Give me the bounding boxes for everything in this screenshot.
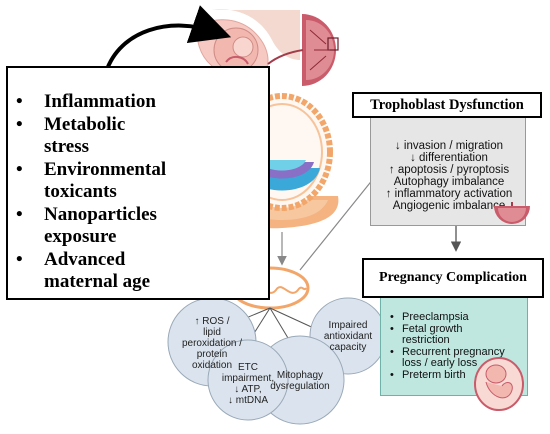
ros-line: oxidation (191, 360, 233, 371)
risk-factor-label: Metabolic (44, 114, 126, 135)
pregnancy-item-label-line2: restriction (402, 334, 450, 346)
trophoblast-effect: Angiogenic imbalance (392, 200, 506, 212)
trophoblast-effect: Autophagy imbalance (393, 176, 505, 188)
ros-line: lipid (203, 327, 221, 338)
trophoblast-effect: ↓ differentiation (410, 152, 488, 164)
pregnancy-item-label: Preeclampsia (402, 311, 469, 323)
bullet-dot: • (16, 249, 23, 270)
mitophagy-line: Mitophagy (276, 370, 324, 381)
trophoblast-effect: ↑ apoptosis / pyroptosis (388, 164, 510, 176)
ros-line: peroxidation / (181, 338, 243, 349)
risk-factor-label: Inflammation (44, 91, 156, 112)
bullet-dot: • (390, 311, 394, 323)
pregnancy-item: • Recurrent pregnancy loss / early loss (390, 347, 528, 369)
bullet-dot: • (16, 114, 23, 135)
bullet-dot: • (390, 369, 394, 381)
trophoblast-effect: ↑ inflammatory activation (385, 188, 513, 200)
pregnancy-title: Pregnancy Complication (362, 258, 544, 298)
antioxidant-line: Impaired (328, 320, 368, 331)
pregnancy-item-label-line2: loss / early loss (402, 357, 478, 369)
etc-line: ↓ ATP, (234, 384, 262, 395)
risk-factor-label-line2: exposure (44, 226, 117, 247)
risk-factor-label-line2: maternal age (44, 271, 151, 292)
pregnancy-item-label: Preterm birth (402, 369, 466, 381)
ros-line: protein (196, 349, 228, 360)
risk-factor-label: Advanced (44, 249, 126, 270)
pregnancy-item: • Preterm birth (390, 370, 528, 381)
bullet-dot: • (16, 91, 23, 112)
trophoblast-effect: ↓ invasion / migration (394, 140, 504, 152)
bullet-dot: • (16, 159, 23, 180)
placenta-small-icon (494, 202, 530, 224)
risk-factor-label-line2: stress (44, 136, 90, 157)
trophoblast-effects: ↓ invasion / migration ↓ differentiation… (376, 140, 522, 212)
etc-line: ETC (238, 362, 258, 373)
pregnancy-list: • Preeclampsia • Fetal growth restrictio… (390, 312, 528, 381)
pregnancy-item: • Fetal growth restriction (390, 324, 528, 346)
mitophagy-line: dysregulation (270, 381, 330, 392)
risk-to-pregnancy-arrow (104, 5, 232, 73)
risk-factor-box: • Inflammation • Metabolic stress • Envi… (6, 66, 270, 300)
risk-factor-label-line2: toxicants (44, 181, 117, 202)
trophoblast-title: Trophoblast Dysfunction (352, 92, 542, 118)
fetus-icon (474, 357, 524, 411)
etc-line: ↓ mtDNA (228, 395, 268, 406)
pregnancy-item: • Preeclampsia (390, 312, 528, 323)
placenta-icon (267, 14, 339, 86)
etc-line: impairment, (221, 373, 275, 384)
ros-line: ↑ ROS / (194, 316, 230, 327)
bullet-dot: • (390, 323, 394, 335)
risk-factor-label: Environmental (44, 159, 167, 180)
bullet-dot: • (16, 204, 23, 225)
pregnancy-item-label: Fetal growth (402, 323, 463, 335)
etc-label: ETC impairment, ↓ ATP, ↓ mtDNA (214, 362, 282, 406)
antioxidant-line: antioxidant (323, 331, 373, 342)
ros-label: ↑ ROS / lipid peroxidation / protein oxi… (174, 316, 250, 371)
mitophagy-label: Mitophagy dysregulation (264, 370, 336, 392)
antioxidant-line: capacity (329, 342, 367, 353)
etc-circle (207, 339, 289, 421)
antioxidant-label: Impaired antioxidant capacity (314, 320, 382, 353)
pregnancy-item-label: Recurrent pregnancy (402, 346, 505, 358)
bullet-dot: • (390, 346, 394, 358)
risk-factor-label: Nanoparticles (44, 204, 157, 225)
